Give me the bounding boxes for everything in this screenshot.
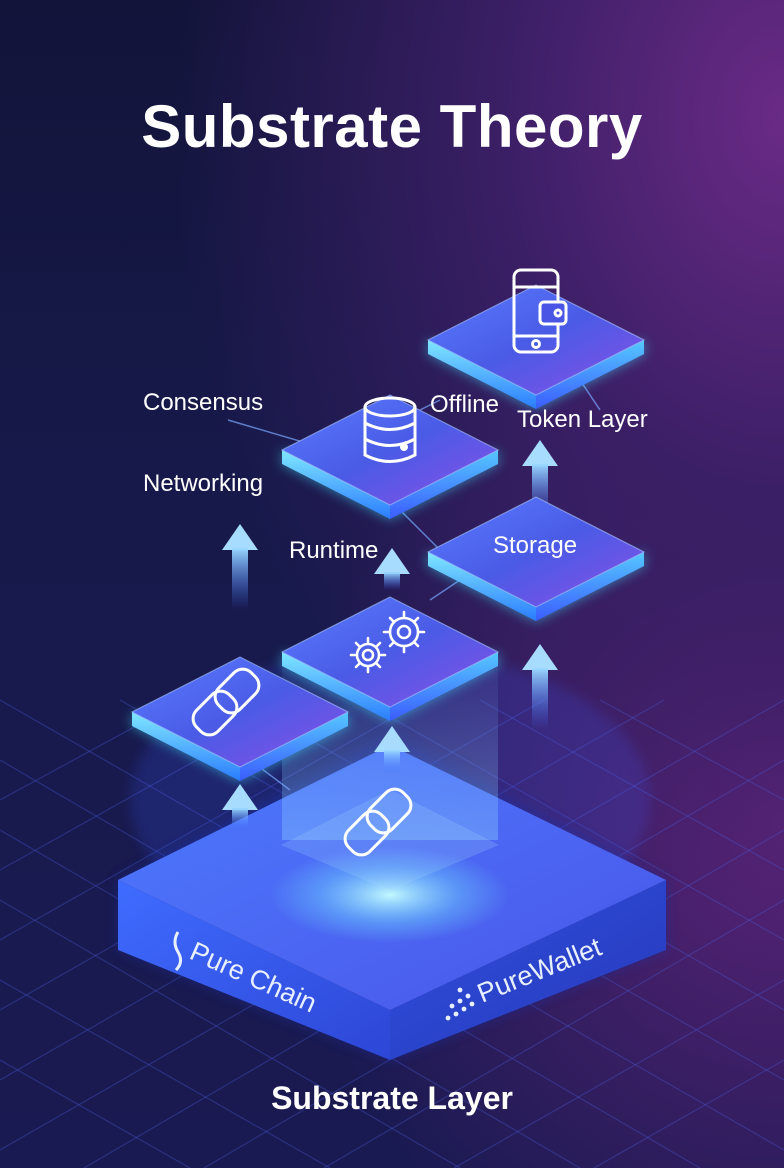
label-networking: Networking <box>143 470 264 497</box>
gears-icon <box>349 610 426 674</box>
up-arrow <box>374 726 410 775</box>
platform-runtime <box>280 596 500 721</box>
label-storage: Storage <box>493 532 578 559</box>
platform-storage <box>426 496 646 621</box>
chain-link-icon <box>343 787 413 857</box>
label-consensus: Consensus <box>143 389 264 416</box>
chain-link-icon <box>191 667 261 737</box>
label-offline: Offline <box>430 391 499 418</box>
pure-chain-logo-icon <box>173 931 183 972</box>
page-title: Substrate Theory <box>141 93 643 160</box>
platforms-group <box>130 284 646 781</box>
purewallet-logo-icon <box>445 987 475 1021</box>
platform-database <box>280 394 500 519</box>
up-arrow <box>222 524 258 610</box>
up-arrow <box>522 644 558 730</box>
substrate-base-platform <box>118 735 666 1060</box>
phone-wallet-icon <box>512 268 568 354</box>
database-icon <box>363 396 417 463</box>
label-runtime: Runtime <box>289 537 379 564</box>
substrate-layer-label: Substrate Layer <box>271 1080 513 1116</box>
up-arrow <box>222 784 258 830</box>
up-arrow <box>374 548 410 590</box>
platform-networking <box>130 656 350 781</box>
label-token-layer: Token Layer <box>517 406 648 433</box>
